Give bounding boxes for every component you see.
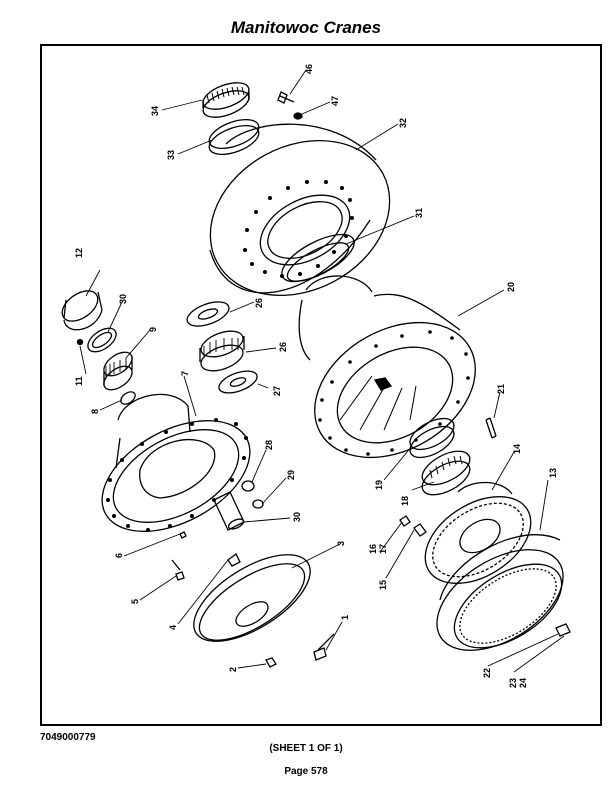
callout-1: 1 — [340, 615, 350, 620]
ring-drum-13 — [436, 534, 564, 651]
callout-17: 17 — [378, 544, 388, 554]
callout-46: 46 — [304, 64, 314, 74]
sun-gear-9 — [103, 351, 133, 391]
leader-lines — [79, 69, 565, 673]
callout-29: 29 — [286, 470, 296, 480]
callout-5: 5 — [130, 599, 140, 604]
callout-15: 15 — [378, 580, 388, 590]
bearing-cone-18 — [421, 450, 471, 496]
callout-22: 22 — [482, 668, 492, 678]
callout-34: 34 — [150, 106, 160, 116]
callout-11: 11 — [74, 376, 84, 386]
planet-carrier-7 — [101, 393, 251, 532]
callout-8: 8 — [90, 409, 100, 414]
callout-21: 21 — [496, 384, 506, 394]
callout-33: 33 — [166, 150, 176, 160]
washer-28 — [241, 480, 255, 492]
retaining-ring-30-left — [87, 327, 117, 353]
callout-2: 2 — [228, 667, 238, 672]
callout-20: 20 — [506, 282, 516, 292]
drawing-frame — [40, 44, 602, 726]
callout-26-lower: 26 — [278, 342, 288, 352]
cover-plate-3 — [193, 553, 311, 642]
bolt-1 — [313, 633, 335, 661]
callout-14: 14 — [512, 444, 522, 454]
bolt-6 — [179, 531, 187, 539]
plug-17 — [413, 523, 427, 537]
callout-labels: 34 33 46 47 32 31 20 21 14 13 12 30 9 11… — [74, 64, 558, 688]
exploded-parts-diagram: 34 33 46 47 32 31 20 21 14 13 12 30 9 11… — [61, 64, 571, 688]
callout-23: 23 — [508, 678, 518, 688]
thrust-washer-26 — [186, 301, 230, 327]
ball-11 — [76, 338, 84, 346]
shaft-30 — [213, 491, 245, 531]
bolt-29 — [252, 499, 264, 509]
callout-18: 18 — [400, 496, 410, 506]
pin-16 — [399, 515, 411, 527]
bearing-cup-19 — [409, 417, 455, 459]
washer-47 — [293, 112, 303, 120]
bolt-46 — [277, 91, 295, 104]
bolt-5 — [171, 559, 185, 581]
figure-number: 7049000779 — [40, 732, 96, 743]
callout-30-shaft: 30 — [292, 512, 302, 522]
callout-19: 19 — [374, 480, 384, 490]
callout-31: 31 — [414, 208, 424, 218]
page-title: Manitowoc Cranes — [230, 18, 382, 37]
hub-32 — [209, 123, 391, 297]
callout-3: 3 — [336, 541, 346, 546]
seal-31 — [281, 233, 355, 283]
nut-2 — [265, 657, 277, 668]
spindle-housing-20 — [298, 275, 476, 459]
sheet-label: (SHEET 1 OF 1) — [269, 743, 343, 754]
callout-26-upper: 26 — [254, 298, 264, 308]
callout-7: 7 — [180, 371, 190, 376]
page-number: Page 578 — [284, 766, 328, 777]
callout-30-left: 30 — [118, 294, 128, 304]
pin-21 — [485, 417, 497, 439]
callout-16: 16 — [368, 544, 378, 554]
callout-47: 47 — [330, 96, 340, 106]
clip-22 — [555, 623, 571, 637]
thrust-washer-27 — [218, 370, 258, 394]
callout-13: 13 — [548, 468, 558, 478]
callout-4: 4 — [168, 625, 178, 630]
callout-12: 12 — [74, 248, 84, 258]
cap-12 — [61, 290, 103, 331]
bearing-cone-34 — [202, 82, 250, 118]
callout-24: 24 — [518, 678, 528, 688]
callout-32: 32 — [398, 118, 408, 128]
callout-6: 6 — [114, 553, 124, 558]
callout-9: 9 — [148, 327, 158, 332]
planet-gear-26 — [199, 330, 245, 372]
washer-8 — [120, 391, 136, 405]
bearing-cup-33 — [208, 118, 260, 156]
callout-28: 28 — [264, 440, 274, 450]
ring-gear-14 — [424, 481, 532, 584]
callout-27: 27 — [272, 386, 282, 396]
